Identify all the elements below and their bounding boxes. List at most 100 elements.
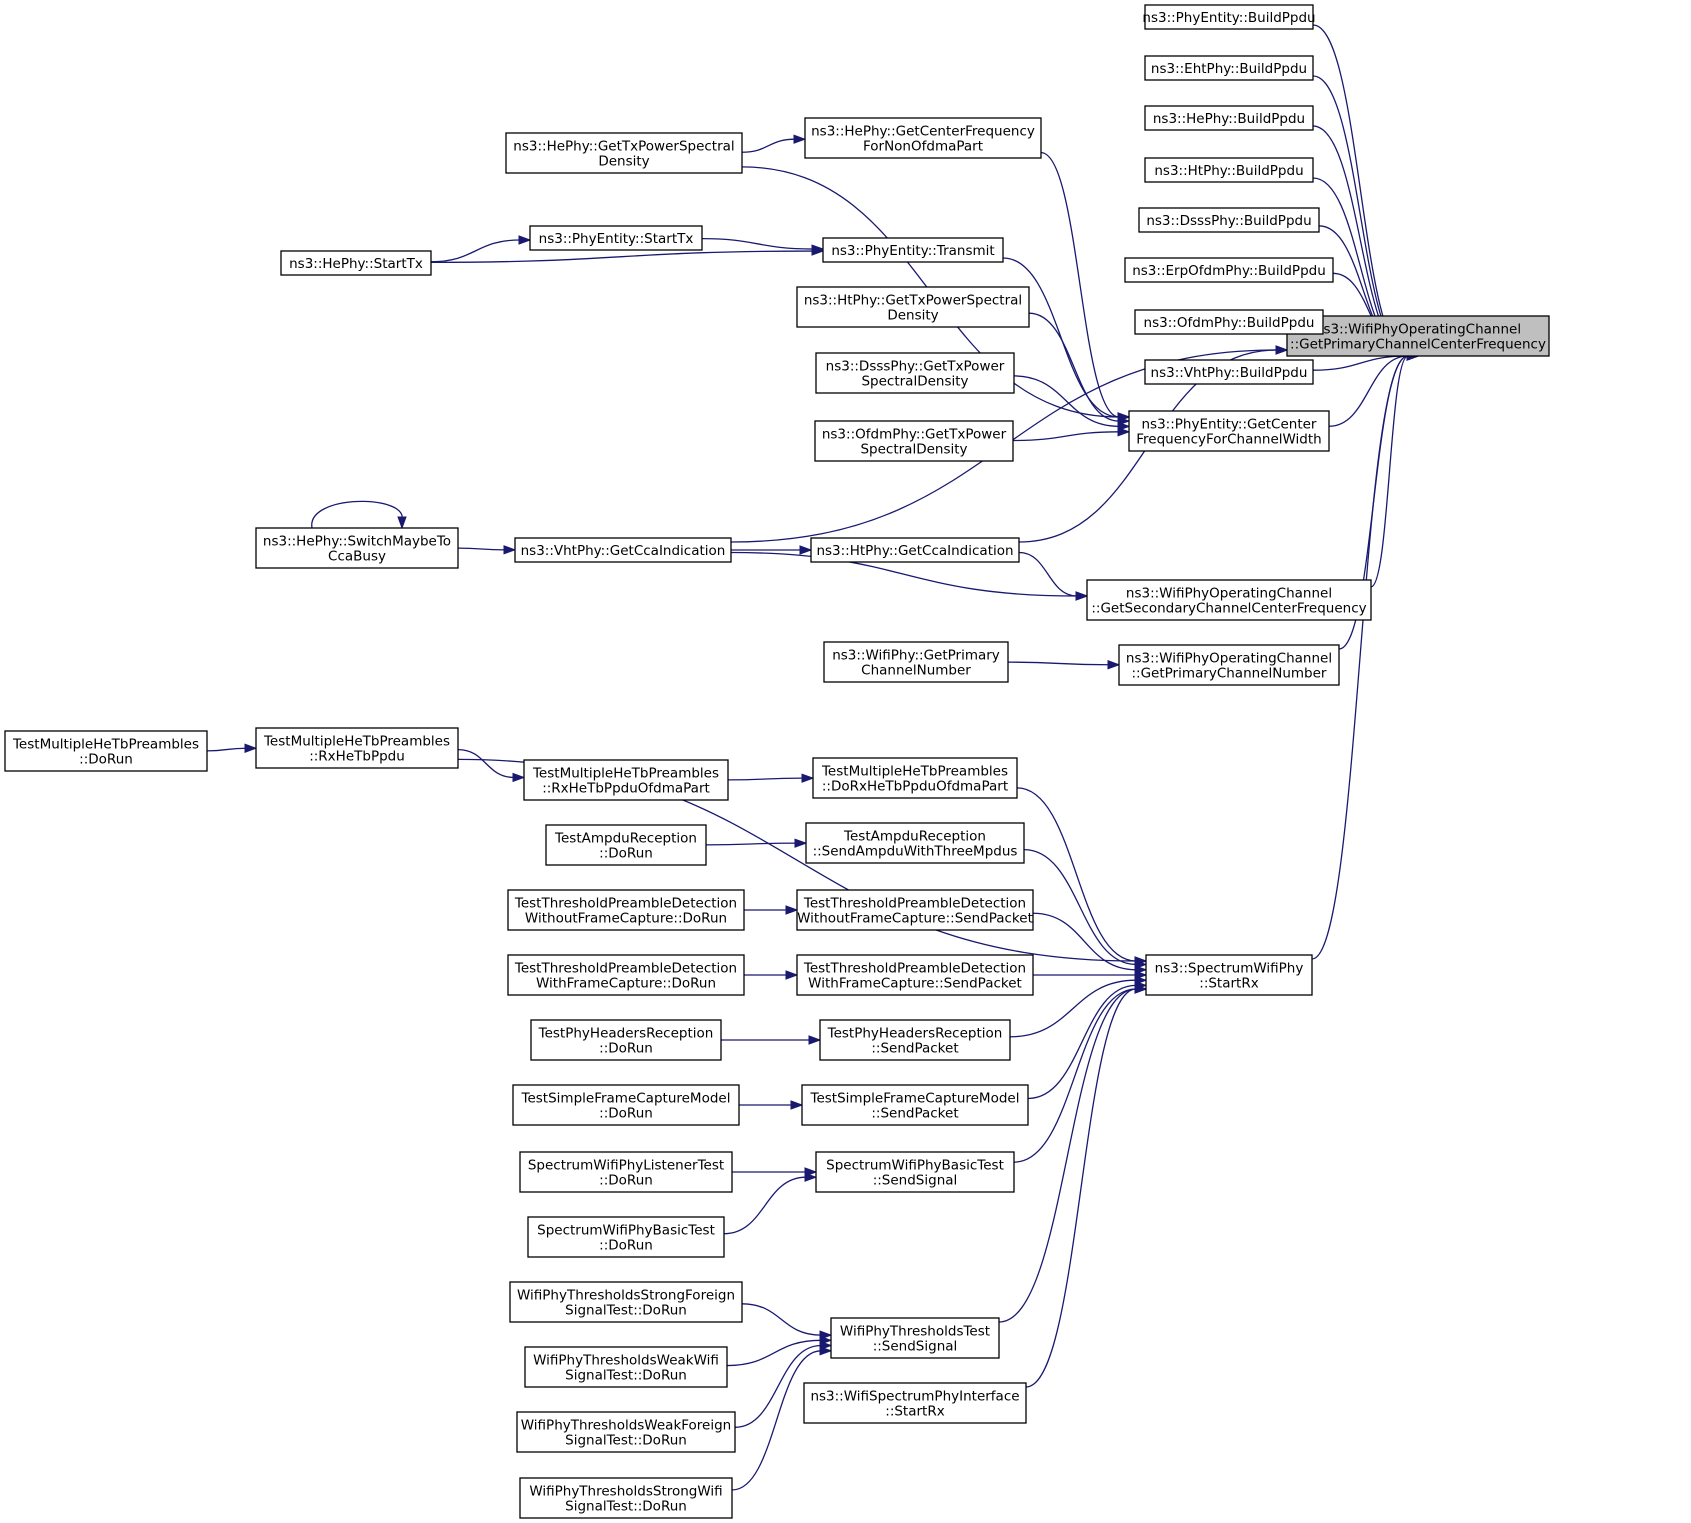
node-box: [1138, 207, 1320, 233]
node-label-line: ::GetSecondaryChannelCenterFrequency: [1091, 601, 1366, 617]
call-edge-hephy_gettxpsd-to-hephy_gccf_nonofdma: [741, 134, 807, 153]
edge-line: [457, 547, 506, 551]
node-wptsf-dorun[interactable]: WifiPhyThresholdsStrongForeignSignalTest…: [509, 1281, 743, 1323]
node-box: [509, 1281, 743, 1323]
arrowhead: [804, 1172, 818, 1182]
node-vhtphy-buildppdu[interactable]: ns3::VhtPhy::BuildPpdu: [1144, 359, 1314, 385]
edge-line: [1312, 355, 1409, 371]
node-ehtphy-buildppdu[interactable]: ns3::EhtPhy::BuildPpdu: [1144, 55, 1314, 81]
node-tphr-dorun[interactable]: TestPhyHeadersReception::DoRun: [530, 1019, 722, 1061]
node-wptww-dorun[interactable]: WifiPhyThresholdsWeakWifiSignalTest::DoR…: [524, 1346, 728, 1388]
root-node[interactable]: ns3::WifiPhyOperatingChannel::GetPrimary…: [1286, 315, 1550, 357]
arrowhead: [397, 516, 407, 530]
node-phyentity-starttx[interactable]: ns3::PhyEntity::StartTx: [529, 225, 703, 251]
node-wptsw-dorun[interactable]: WifiPhyThresholdsStrongWifiSignalTest::D…: [519, 1477, 733, 1519]
node-woc-secondary[interactable]: ns3::WifiPhyOperatingChannel::GetSeconda…: [1086, 579, 1372, 621]
node-label-line: ::SendPacket: [871, 1041, 958, 1057]
call-graph-nodes: ns3::WifiPhyOperatingChannel::GetPrimary…: [4, 4, 1550, 1519]
node-box: [527, 1216, 725, 1258]
node-ofdmphy-buildppdu[interactable]: ns3::OfdmPhy::BuildPpdu: [1134, 309, 1324, 335]
node-htphy-cca[interactable]: ns3::HtPhy::GetCcaIndication: [810, 537, 1020, 563]
arrowhead: [512, 772, 526, 783]
node-label-line: ns3::PhyEntity::Transmit: [831, 243, 994, 259]
node-box: [1145, 954, 1313, 996]
node-label-line: ns3::HePhy::GetTxPowerSpectral: [513, 139, 734, 155]
node-tphr-send[interactable]: TestPhyHeadersReception::SendPacket: [819, 1019, 1011, 1061]
node-tar-send[interactable]: TestAmpduReception::SendAmpduWithThreeMp…: [805, 822, 1025, 864]
node-hephy-buildppdu[interactable]: ns3::HePhy::BuildPpdu: [1144, 105, 1314, 131]
node-label-line: ns3::HtPhy::GetTxPowerSpectral: [804, 293, 1022, 309]
node-tsfcm-dorun[interactable]: TestSimpleFrameCaptureModel::DoRun: [512, 1084, 740, 1126]
call-edge-phyentity_transmit-to-phyentity_gccfw: [1002, 257, 1131, 422]
node-label-line: SpectrumWifiPhyBasicTest: [537, 1223, 715, 1239]
node-dsssphy-buildppdu[interactable]: ns3::DsssPhy::BuildPpdu: [1138, 207, 1320, 233]
edge-line: [1025, 988, 1137, 1388]
node-swpbt-dorun[interactable]: SpectrumWifiPhyBasicTest::DoRun: [527, 1216, 725, 1258]
edge-line: [1312, 24, 1409, 357]
node-ttpd-wo-send[interactable]: TestThresholdPreambleDetectionWithoutFra…: [796, 889, 1034, 931]
arrowhead: [819, 1346, 833, 1356]
node-tmhtp-rxhetb[interactable]: TestMultipleHeTbPreambles::RxHeTbPpdu: [255, 727, 459, 769]
node-label-line: ::DoRun: [79, 752, 133, 768]
node-phyentity-transmit[interactable]: ns3::PhyEntity::Transmit: [822, 237, 1004, 263]
node-label-line: ns3::HtPhy::BuildPpdu: [1154, 163, 1303, 179]
node-box: [1144, 157, 1314, 183]
call-edge-hephy_starttx-to-phyentity_starttx: [430, 235, 532, 263]
call-edge-dsssphy_gettxpsd-to-phyentity_gccfw: [1013, 375, 1131, 432]
node-label-line: WithFrameCapture::DoRun: [536, 976, 716, 992]
edge-line: [1328, 355, 1409, 427]
node-box: [1134, 309, 1324, 335]
node-wpt-send[interactable]: WifiPhyThresholdsTest::SendSignal: [830, 1317, 1000, 1359]
node-tmhtp-dorxofdma[interactable]: TestMultipleHeTbPreambles::DoRxHeTbPpduO…: [812, 757, 1018, 799]
node-label-line: WifiPhyThresholdsWeakForeign: [521, 1418, 732, 1434]
node-phyentity-gccfw[interactable]: ns3::PhyEntity::GetCenterFrequencyForCha…: [1128, 410, 1330, 452]
node-ttpd-wo-dorun[interactable]: TestThresholdPreambleDetectionWithoutFra…: [507, 889, 745, 931]
node-box: [796, 889, 1034, 931]
node-wifiphy-getprimary[interactable]: ns3::WifiPhy::GetPrimaryChannelNumber: [823, 641, 1009, 683]
node-box: [523, 759, 729, 801]
node-hephy-starttx[interactable]: ns3::HePhy::StartTx: [280, 250, 432, 276]
node-tmhtp-dorun[interactable]: TestMultipleHeTbPreambles::DoRun: [4, 730, 208, 772]
node-wptwf-dorun[interactable]: WifiPhyThresholdsWeakForeignSignalTest::…: [516, 1411, 736, 1453]
node-label-line: ::StartRx: [885, 1404, 944, 1420]
call-edge-swpbt_send-to-spectrum_startrx: [1013, 984, 1148, 1163]
edge-line: [727, 777, 804, 781]
arrowhead: [801, 773, 815, 783]
node-ttpd-w-dorun[interactable]: TestThresholdPreambleDetectionWithFrameC…: [507, 954, 745, 996]
node-label-line: SpectrumWifiPhyListenerTest: [528, 1158, 724, 1174]
node-wpspi-startrx[interactable]: ns3::WifiSpectrumPhyInterface::StartRx: [803, 1382, 1027, 1424]
node-tsfcm-send[interactable]: TestSimpleFrameCaptureModel::SendPacket: [801, 1084, 1029, 1126]
node-box: [507, 889, 745, 931]
node-tmhtp-rxofdma[interactable]: TestMultipleHeTbPreambles::RxHeTbPpduOfd…: [523, 759, 729, 801]
node-label-line: ns3::VhtPhy::GetCcaIndication: [521, 543, 726, 559]
node-ttpd-w-send[interactable]: TestThresholdPreambleDetectionWithFrameC…: [796, 954, 1034, 996]
node-vhtphy-cca[interactable]: ns3::VhtPhy::GetCcaIndication: [514, 537, 732, 563]
node-hephy-gccf-nonofdma[interactable]: ns3::HePhy::GetCenterFrequencyForNonOfdm…: [804, 117, 1042, 159]
call-edge-ofdmphy_gettxpsd-to-phyentity_gccfw: [1012, 427, 1131, 442]
node-label-line: ns3::SpectrumWifiPhy: [1155, 961, 1304, 977]
edge-line: [1370, 355, 1409, 588]
node-swpbt-send[interactable]: SpectrumWifiPhyBasicTest::SendSignal: [815, 1151, 1015, 1193]
node-htphy-buildppdu[interactable]: ns3::HtPhy::BuildPpdu: [1144, 157, 1314, 183]
edge-line: [731, 1350, 822, 1491]
node-spectrum-startrx[interactable]: ns3::SpectrumWifiPhy::StartRx: [1145, 954, 1313, 996]
node-box: [812, 757, 1018, 799]
call-edge-tphr_dorun-to-tphr_send: [721, 1035, 822, 1045]
node-tar-dorun[interactable]: TestAmpduReception::DoRun: [545, 824, 707, 866]
node-label-line: ns3::HePhy::SwitchMaybeTo: [263, 534, 451, 550]
node-swplt-dorun[interactable]: SpectrumWifiPhyListenerTest::DoRun: [519, 1151, 733, 1193]
node-phyentity-buildppdu[interactable]: ns3::PhyEntity::BuildPpdu: [1142, 4, 1316, 30]
call-edge-hephy_starttx-to-phyentity_transmit: [430, 246, 825, 263]
edge-line: [457, 748, 515, 779]
node-label-line: ::SendAmpduWithThreeMpdus: [813, 844, 1018, 860]
node-box: [814, 420, 1014, 462]
node-erpofdmphy-buildppdu[interactable]: ns3::ErpOfdmPhy::BuildPpdu: [1124, 257, 1334, 283]
node-woc-primarynumber[interactable]: ns3::WifiPhyOperatingChannel::GetPrimary…: [1118, 644, 1340, 686]
node-label-line: ::DoRun: [599, 1106, 653, 1122]
node-label-line: ::DoRun: [599, 1173, 653, 1189]
